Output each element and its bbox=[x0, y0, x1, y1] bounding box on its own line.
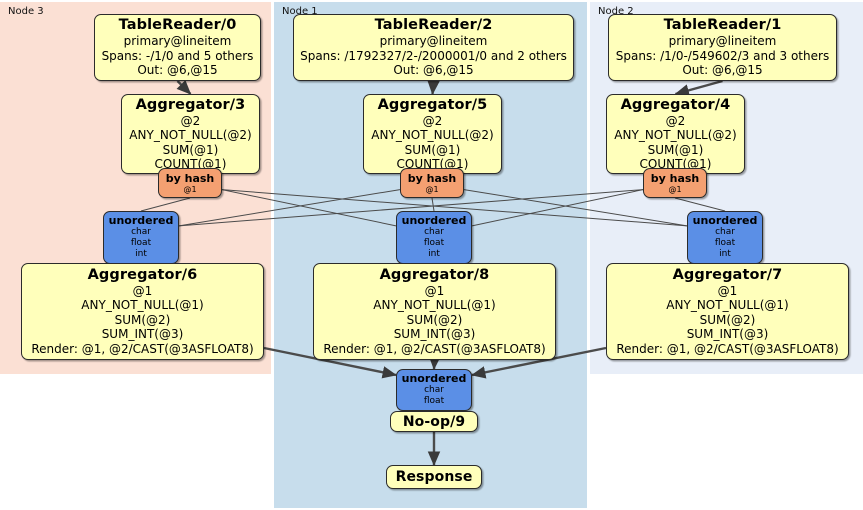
plan-node-detail: @1 bbox=[132, 283, 153, 298]
plan-node-detail: Spans: /1/0-/549602/3 and 3 others bbox=[615, 48, 830, 63]
plan-node-detail: @2 bbox=[180, 113, 201, 128]
plan-node-detail: @2 bbox=[422, 113, 443, 128]
plan-node-detail: int bbox=[719, 249, 731, 260]
plan-node-title: by hash bbox=[407, 171, 457, 185]
plan-node-detail: Spans: /1792327/2-/2000001/0 and 2 other… bbox=[300, 48, 567, 63]
plan-node-detail: float bbox=[423, 396, 445, 407]
plan-node-detail: @1 bbox=[668, 184, 682, 194]
plan-node-byhash-left[interactable]: by hash@1 bbox=[158, 168, 222, 198]
plan-node-detail: SUM(@2) bbox=[406, 312, 463, 327]
plan-node-detail: Render: @1, @2/CAST(@3ASFLOAT8) bbox=[31, 341, 254, 356]
plan-node-detail: Render: @1, @2/CAST(@3ASFLOAT8) bbox=[323, 341, 546, 356]
plan-node-detail: @1 bbox=[183, 184, 197, 194]
plan-node-title: TableReader/2 bbox=[374, 17, 493, 34]
plan-node-detail: Out: @6,@15 bbox=[682, 63, 763, 78]
plan-node-detail: @1 bbox=[424, 283, 445, 298]
node-panel-label: Node 1 bbox=[282, 6, 318, 17]
plan-node-detail: COUNT(@1) bbox=[154, 157, 227, 171]
plan-node-title: Aggregator/4 bbox=[620, 96, 731, 113]
plan-node-detail: @1 bbox=[717, 283, 738, 298]
plan-node-title: by hash bbox=[165, 171, 215, 185]
plan-node-byhash-middle[interactable]: by hash@1 bbox=[400, 168, 464, 198]
plan-node-noop-9[interactable]: No-op/9 bbox=[390, 411, 478, 432]
plan-node-title: Aggregator/6 bbox=[87, 266, 198, 283]
plan-node-detail: COUNT(@1) bbox=[396, 157, 469, 171]
plan-node-detail: @2 bbox=[665, 113, 686, 128]
plan-node-detail: Spans: -/1/0 and 5 others bbox=[101, 48, 254, 63]
plan-node-title: unordered bbox=[401, 371, 467, 385]
plan-node-detail: ANY_NOT_NULL(@1) bbox=[373, 298, 496, 313]
plan-node-title: TableReader/0 bbox=[118, 17, 237, 34]
plan-node-detail: SUM(@1) bbox=[404, 142, 461, 157]
plan-node-title: Aggregator/8 bbox=[379, 266, 490, 283]
node-panel-label: Node 2 bbox=[598, 6, 634, 17]
plan-node-detail: SUM(@1) bbox=[162, 142, 219, 157]
plan-node-detail: SUM_INT(@3) bbox=[686, 327, 769, 342]
plan-node-detail: ANY_NOT_NULL(@2) bbox=[614, 128, 737, 142]
plan-node-detail: int bbox=[135, 249, 147, 260]
plan-node-detail: ANY_NOT_NULL(@1) bbox=[666, 298, 789, 313]
plan-node-detail: SUM(@1) bbox=[647, 142, 704, 157]
plan-node-title: Response bbox=[395, 469, 473, 485]
plan-node-detail: Render: @1, @2/CAST(@3ASFLOAT8) bbox=[616, 341, 839, 356]
plan-node-detail: char bbox=[715, 227, 735, 238]
plan-node-detail: char bbox=[424, 385, 444, 396]
plan-node-detail: primary@lineitem bbox=[123, 34, 232, 49]
plan-node-title: unordered bbox=[692, 213, 758, 227]
plan-node-detail: primary@lineitem bbox=[379, 34, 488, 49]
plan-node-detail: Out: @6,@15 bbox=[137, 63, 218, 78]
plan-node-detail: @1 bbox=[425, 184, 439, 194]
plan-node-detail: int bbox=[428, 249, 440, 260]
plan-node-detail: SUM_INT(@3) bbox=[101, 327, 184, 342]
plan-node-detail: char bbox=[424, 227, 444, 238]
plan-node-detail: ANY_NOT_NULL(@1) bbox=[81, 298, 204, 313]
plan-node-detail: SUM(@2) bbox=[114, 312, 171, 327]
plan-node-title: unordered bbox=[108, 213, 174, 227]
plan-node-detail: SUM(@2) bbox=[699, 312, 756, 327]
plan-node-title: by hash bbox=[650, 171, 700, 185]
plan-node-title: Aggregator/7 bbox=[672, 266, 783, 283]
plan-node-detail: COUNT(@1) bbox=[639, 157, 712, 171]
plan-node-detail: Out: @6,@15 bbox=[393, 63, 474, 78]
plan-node-detail: char bbox=[131, 227, 151, 238]
plan-node-title: TableReader/1 bbox=[663, 17, 782, 34]
plan-node-detail: ANY_NOT_NULL(@2) bbox=[129, 128, 252, 142]
plan-node-title: Aggregator/3 bbox=[135, 96, 246, 113]
plan-node-detail: float bbox=[130, 238, 152, 249]
plan-node-title: No-op/9 bbox=[402, 413, 466, 430]
plan-node-detail: ANY_NOT_NULL(@2) bbox=[371, 128, 494, 142]
node-panel-label: Node 3 bbox=[8, 6, 44, 17]
plan-node-detail: float bbox=[423, 238, 445, 249]
plan-node-detail: float bbox=[714, 238, 736, 249]
plan-node-title: Aggregator/5 bbox=[377, 96, 488, 113]
plan-node-detail: SUM_INT(@3) bbox=[393, 327, 476, 342]
plan-node-title: unordered bbox=[401, 213, 467, 227]
plan-node-response[interactable]: Response bbox=[386, 465, 482, 489]
plan-node-detail: primary@lineitem bbox=[668, 34, 777, 49]
plan-node-byhash-right[interactable]: by hash@1 bbox=[643, 168, 707, 198]
